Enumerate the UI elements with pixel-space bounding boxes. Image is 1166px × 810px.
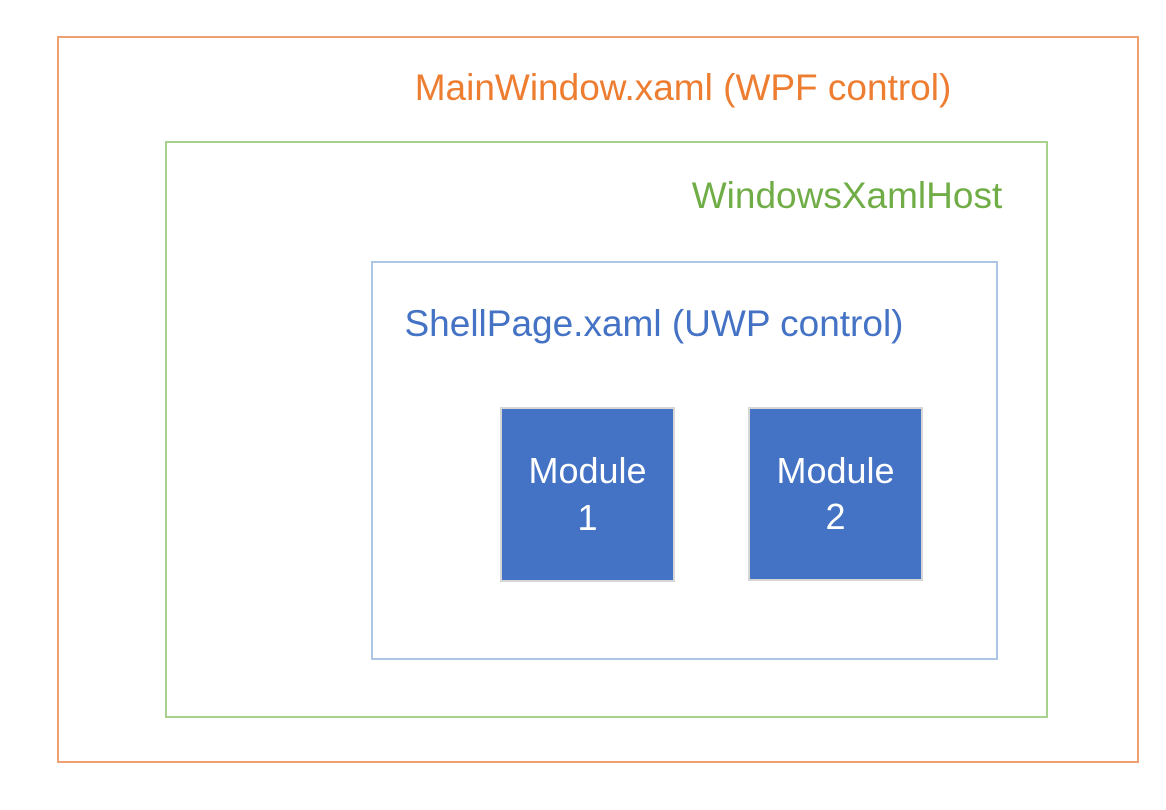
main-window-label: MainWindow.xaml (WPF control) <box>414 67 952 108</box>
xaml-host-box: WindowsXamlHost ShellPage.xaml (UWP cont… <box>165 141 1048 718</box>
module-1-box: Module 1 <box>500 407 675 582</box>
module-2-name: Module <box>776 449 895 491</box>
main-window-box: MainWindow.xaml (WPF control) WindowsXam… <box>57 36 1139 763</box>
shell-page-box: ShellPage.xaml (UWP control) Module 1 Mo… <box>371 261 998 660</box>
module-1-number: 1 <box>577 496 598 538</box>
module-1-name: Module <box>528 450 647 492</box>
xaml-host-label: WindowsXamlHost <box>691 175 1003 216</box>
module-2-number: 2 <box>825 496 846 537</box>
module-2-box: Module 2 <box>748 407 923 581</box>
shell-page-label: ShellPage.xaml (UWP control) <box>404 303 904 344</box>
